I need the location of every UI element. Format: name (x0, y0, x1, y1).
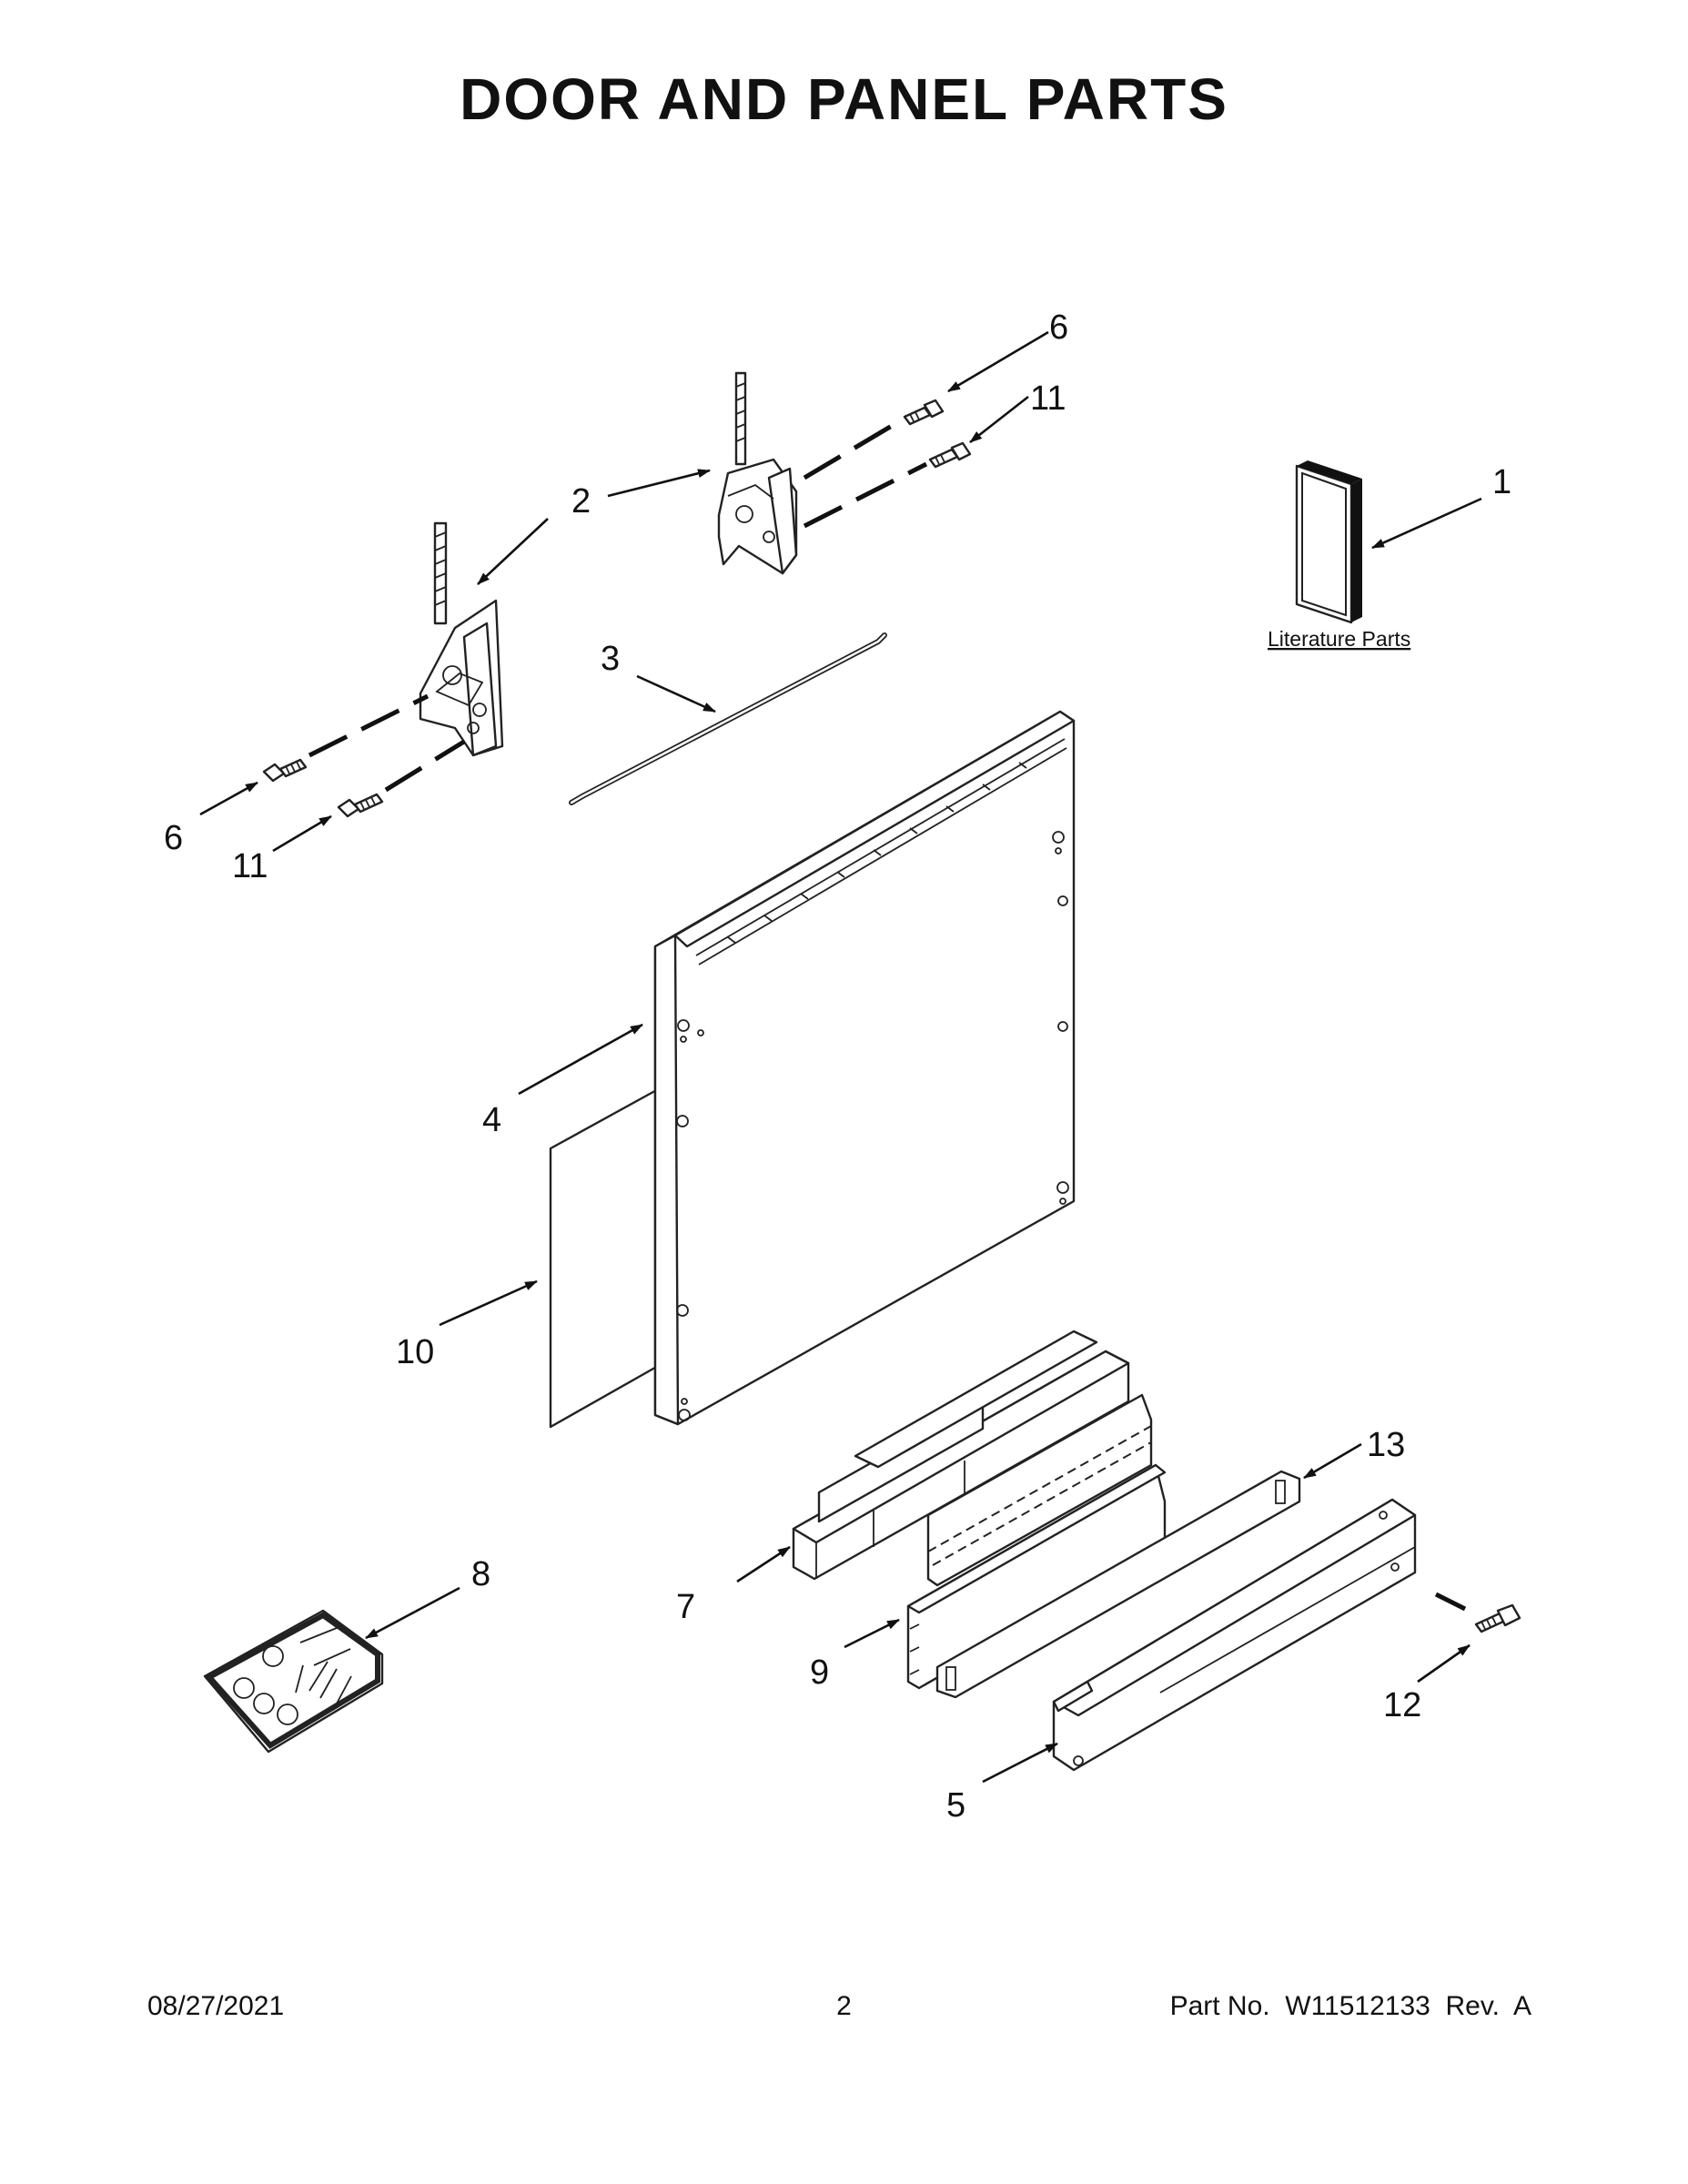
callout-12: 12 (1383, 1686, 1421, 1724)
callout-6-right: 6 (1049, 308, 1068, 347)
alignment-line (803, 418, 903, 480)
screw-11-left (337, 793, 384, 818)
leader-arrow-6-left (199, 781, 258, 816)
leader-arrow-10 (439, 1279, 538, 1327)
leader-arrow-7 (736, 1545, 791, 1583)
literature-parts-label: Literature Parts (1268, 627, 1410, 651)
callout-8: 8 (471, 1555, 490, 1593)
lower-bracket (1052, 1498, 1417, 1772)
leader-arrow-5 (982, 1742, 1058, 1784)
inner-door-panel (653, 710, 1076, 1426)
support-rod (569, 632, 887, 805)
alignment-line (308, 693, 430, 758)
callout-4: 4 (482, 1101, 501, 1139)
screw-11-right (928, 441, 972, 469)
callout-7: 7 (676, 1588, 695, 1626)
callout-3: 3 (601, 640, 620, 678)
leader-arrow-1 (1371, 497, 1482, 550)
leader-arrow-2-right (607, 469, 711, 498)
foam-block-7 (792, 1330, 1130, 1581)
callout-1: 1 (1492, 463, 1511, 501)
trim-strip (935, 1470, 1301, 1699)
alignment-line (803, 461, 928, 529)
leader-arrow-12 (1417, 1643, 1471, 1684)
hinge-left (419, 521, 504, 757)
callout-11-right: 11 (1030, 379, 1066, 418)
alignment-line (1434, 1592, 1467, 1612)
leader-arrow-3 (636, 674, 716, 713)
leader-arrow-11-right (969, 395, 1029, 444)
leader-arrow-6-right (947, 330, 1049, 393)
footer-date: 08/27/2021 (147, 1991, 285, 2021)
leader-arrow-4 (518, 1023, 643, 1096)
literature-booklet (1295, 460, 1362, 624)
alignment-line (384, 739, 466, 793)
callout-5: 5 (946, 1786, 965, 1825)
page-title: DOOR AND PANEL PARTS (460, 66, 1228, 132)
callout-11-left: 11 (232, 847, 268, 885)
leader-arrow-13 (1303, 1442, 1362, 1480)
callout-6-left: 6 (164, 819, 183, 857)
footer-part-number: Part No. W11512133 Rev. A (1169, 1991, 1531, 2021)
callout-9: 9 (810, 1653, 829, 1692)
leader-arrow-9 (844, 1618, 900, 1649)
callout-13: 13 (1367, 1426, 1405, 1464)
screw-6-right (903, 399, 945, 426)
leader-arrow-8 (365, 1586, 460, 1640)
insulation-panel (549, 1087, 662, 1429)
hardware-bag (203, 1609, 384, 1754)
hinge-right (717, 371, 798, 575)
callout-2: 2 (571, 482, 591, 521)
footer-page-number: 2 (836, 1991, 852, 2021)
leader-arrow-2-left (477, 518, 549, 585)
screw-6-left (262, 758, 308, 783)
screw-12 (1474, 1603, 1521, 1633)
leader-arrow-11-left (272, 814, 332, 853)
callout-10: 10 (396, 1333, 434, 1371)
foam-block-9 (906, 1393, 1167, 1690)
